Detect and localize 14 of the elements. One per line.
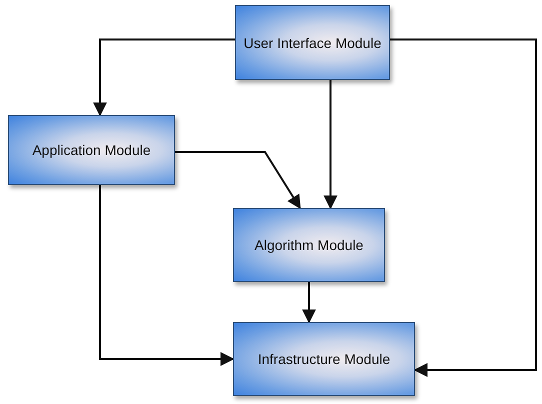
arrow [302,282,316,324]
module-label: User Interface Module [242,34,382,50]
arrow [324,80,338,210]
module-box [233,322,415,396]
arrow [93,38,235,116]
arrow [390,38,537,377]
module-box [233,208,385,282]
module-label: Algorithm Module [254,237,364,253]
module-label: Infrastructure Module [256,351,392,367]
arrow [175,151,301,210]
module-box [8,115,175,185]
module-box [235,5,390,80]
module-label: Application Module [31,142,152,158]
arrow [99,185,234,366]
